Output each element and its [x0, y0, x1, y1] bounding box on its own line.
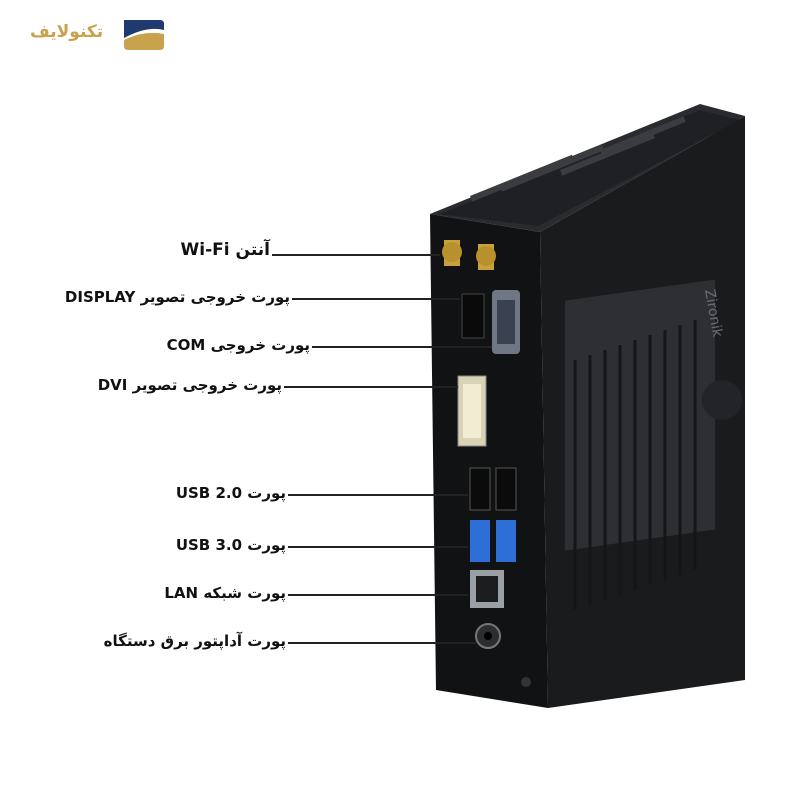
callout-display-port: پورت خروجی تصویر DISPLAY [64, 288, 290, 306]
leader-line-lan [288, 594, 468, 596]
callout-usb2-port: پورت USB 2.0 [175, 484, 286, 502]
callout-lan-port: پورت شبکه LAN [164, 584, 286, 602]
leader-line-power [288, 642, 476, 644]
callout-usb3-port: پورت USB 3.0 [175, 536, 286, 554]
technolife-logo: تکنولایف [30, 14, 170, 58]
logo-wordmark: تکنولایف [30, 22, 104, 42]
callout-power-port: پورت آداپتور برق دستگاه [103, 632, 286, 650]
leader-line-usb3 [288, 546, 468, 548]
callout-wifi-antenna: آنتن Wi-Fi [180, 240, 270, 260]
leader-line-display [292, 298, 460, 300]
leader-line-com [312, 346, 492, 348]
callout-com-port: پورت خروجی COM [166, 336, 310, 354]
logo-emblem-icon [124, 20, 164, 50]
callout-dvi-port: پورت خروجی تصویر DVI [97, 376, 282, 394]
leader-line-usb2 [288, 494, 468, 496]
leader-line-dvi [284, 386, 458, 388]
leader-line-wifi [272, 254, 440, 256]
